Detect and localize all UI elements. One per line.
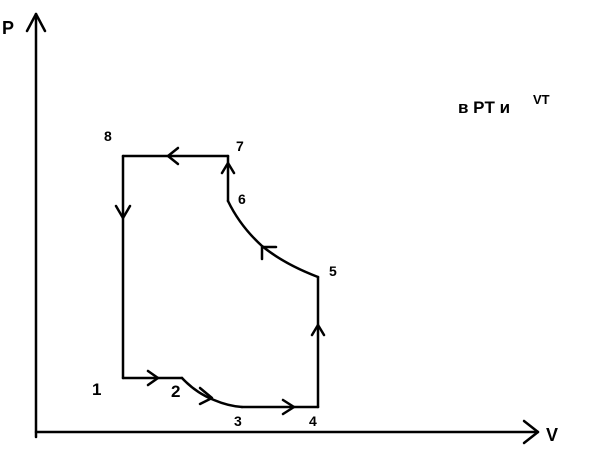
arrow-6-7 xyxy=(220,161,236,175)
arrow-1-2 xyxy=(146,369,160,387)
segment-5-6 xyxy=(226,199,320,279)
point-label-8: 8 xyxy=(104,128,112,144)
note-text: в PT и xyxy=(458,98,510,117)
point-label-6: 6 xyxy=(238,191,246,207)
v-axis-arrowhead xyxy=(522,419,540,445)
axes xyxy=(25,12,540,445)
arrow-7-8 xyxy=(166,146,180,166)
point-label-1: 1 xyxy=(92,380,101,399)
point-labels: 1 2 3 4 5 6 7 8 xyxy=(92,128,337,429)
point-label-3: 3 xyxy=(234,413,242,429)
note: в PT и VT xyxy=(458,92,550,117)
arrow-4-5 xyxy=(310,323,326,337)
segment-2-3 xyxy=(180,376,244,409)
cycle-path xyxy=(121,154,320,409)
p-axis-arrowhead xyxy=(25,12,47,33)
direction-arrows xyxy=(114,146,326,416)
point-label-7: 7 xyxy=(236,138,244,154)
point-label-4: 4 xyxy=(309,413,317,429)
point-label-2: 2 xyxy=(171,382,180,401)
p-axis-label: P xyxy=(2,18,14,38)
arrow-2-3 xyxy=(198,386,214,406)
note-superscript: VT xyxy=(533,92,550,107)
arrow-8-1 xyxy=(114,204,132,220)
v-axis-label: V xyxy=(546,425,558,445)
arrow-3-4 xyxy=(281,398,296,416)
arrow-5-6 xyxy=(260,245,278,261)
point-label-5: 5 xyxy=(329,263,337,279)
